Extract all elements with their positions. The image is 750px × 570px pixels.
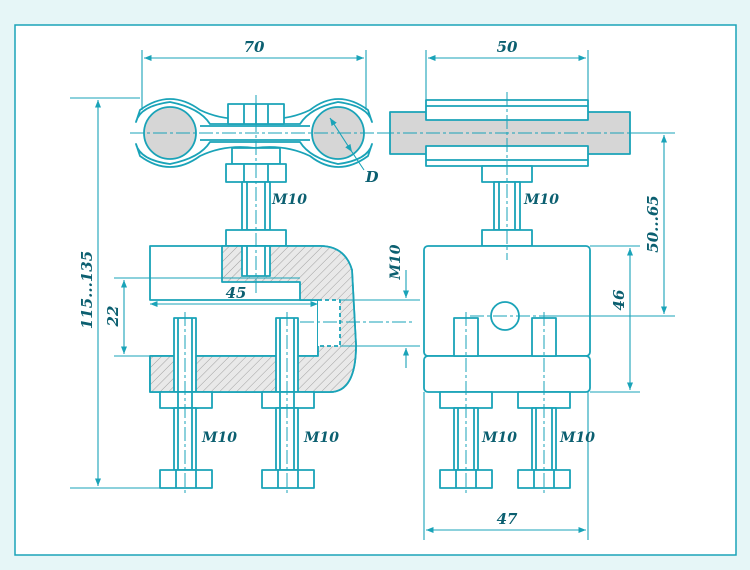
dim-width-front: 70 <box>244 38 265 56</box>
thread-vertical: M10 <box>388 244 404 280</box>
thread-side-right: M10 <box>559 430 595 446</box>
jaw-plate-side <box>423 355 591 393</box>
thread-side-left: M10 <box>481 430 517 446</box>
dim-hole-height: 46 <box>610 289 628 310</box>
thread-left-bolt: M10 <box>201 430 237 446</box>
dim-diameter: D <box>364 168 378 186</box>
dim-width-side-bottom: 47 <box>497 510 518 528</box>
dim-jaw-gap: 22 <box>104 306 122 328</box>
dim-width-side-top: 50 <box>497 38 518 56</box>
thread-top-side: M10 <box>523 192 559 208</box>
thread-top-front: M10 <box>271 192 307 208</box>
side-centerlines <box>380 92 672 495</box>
front-view <box>135 98 373 489</box>
dim-height-overall: 115...135 <box>78 251 96 329</box>
dim-height-side: 50...65 <box>644 195 662 252</box>
body-side <box>423 245 591 357</box>
dim-bolt-spacing: 45 <box>226 284 247 302</box>
dimension-lines <box>70 50 675 540</box>
thread-right-bolt: M10 <box>303 430 339 446</box>
side-hole <box>318 299 341 347</box>
